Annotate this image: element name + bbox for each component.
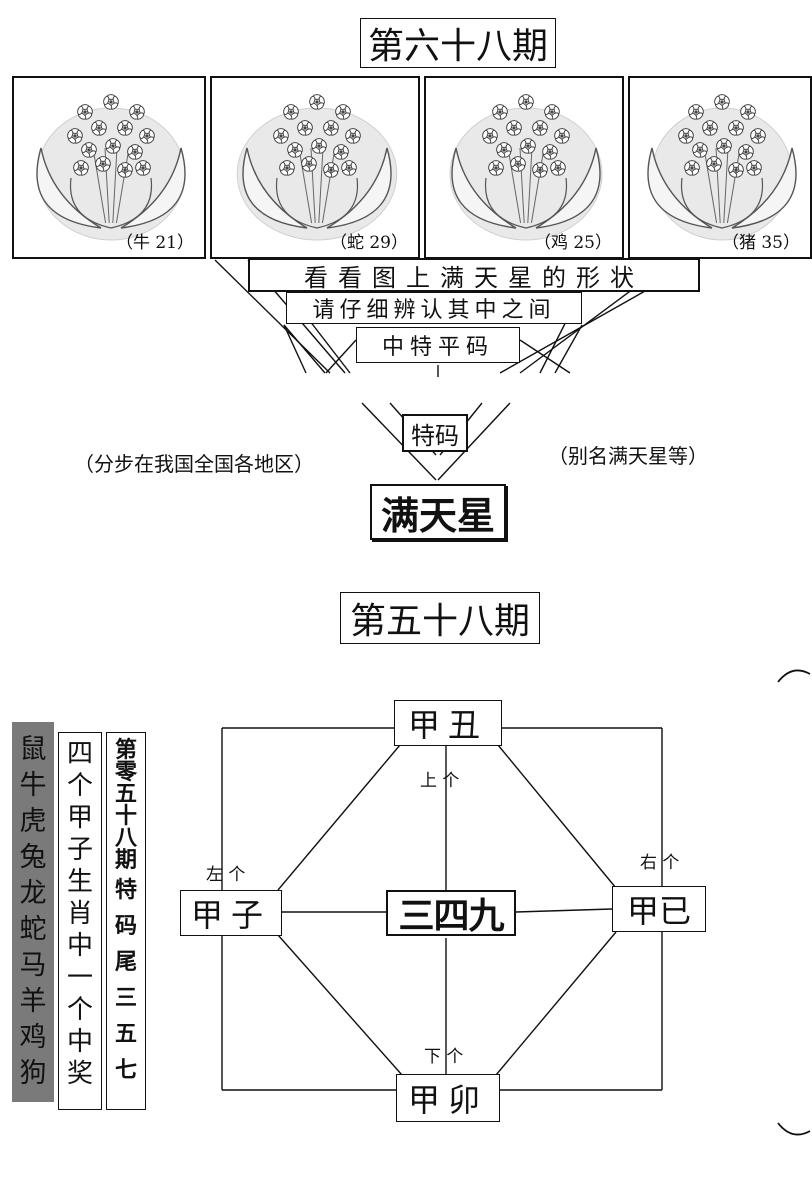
flower-illustration: [36, 94, 186, 241]
issue-top-text: 第零五十八期: [115, 739, 137, 871]
node-right-text: 甲已: [626, 892, 691, 930]
tema-box: 特码: [402, 414, 468, 452]
vertical-char: 奖: [66, 1059, 93, 1089]
label-up: 上 个: [420, 771, 460, 791]
flower-panel-1: （牛 21）: [12, 76, 206, 259]
vertical-char: 马: [19, 950, 47, 981]
vertical-char: 三: [114, 985, 137, 1011]
node-bottom: 甲卯: [396, 1074, 500, 1122]
bottom-title: 第五十八期: [340, 592, 540, 644]
vertical-char: 牛: [19, 770, 47, 801]
center-box: 三四九: [386, 890, 516, 937]
top-title-text: 第六十八期: [367, 26, 548, 67]
line3-box: 中特平码: [356, 327, 520, 363]
flower-panel-2: （蛇 29）: [210, 76, 420, 259]
node-left: 甲子: [180, 890, 282, 936]
vertical-char: 子: [66, 835, 93, 865]
vertical-char: 五: [114, 781, 137, 807]
flower-panel-3: （鸡 25）: [424, 76, 624, 259]
node-left-text: 甲子: [190, 896, 271, 934]
vertical-char: 兔: [19, 842, 47, 873]
diagram-lines: [221, 727, 663, 1091]
left-note: （分步在我国全国各地区）: [74, 452, 314, 476]
zodiac-text: 鼠牛虎兔龙蛇马羊鸡狗: [20, 736, 47, 1087]
vertical-char: 码: [114, 913, 137, 939]
vertical-char: 中: [66, 1027, 93, 1057]
top-title: 第六十八期: [360, 18, 556, 68]
edge-mark: [777, 669, 811, 683]
node-top-text: 甲丑: [407, 706, 488, 744]
edge-mark: [777, 1122, 811, 1136]
vertical-char: 龙: [19, 878, 47, 909]
vertical-char: 十: [114, 803, 137, 829]
vertical-char: 蛇: [19, 914, 47, 945]
right-note: （别名满天星等）: [548, 444, 708, 468]
label-down: 下 个: [424, 1047, 464, 1067]
vertical-char: 八: [114, 825, 137, 851]
vertical-char: 鼠: [19, 734, 47, 765]
node-top: 甲丑: [394, 700, 502, 746]
vertical-char: 个: [66, 995, 93, 1025]
line2-text: 请仔细辨认其中之间: [312, 298, 556, 323]
panel-caption: （猪 35）: [721, 233, 800, 253]
panel-caption: （牛 21）: [115, 233, 194, 253]
hint-column: 四个甲子生肖中一个中奖: [58, 732, 102, 1110]
node-right: 甲已: [612, 886, 706, 932]
vertical-char: 五: [114, 1021, 137, 1047]
vertical-char: 一: [66, 963, 93, 993]
node-bottom-text: 甲卯: [407, 1081, 488, 1119]
center-text: 三四九: [398, 895, 504, 937]
hint-text: 四个甲子生肖中一个中奖: [67, 741, 93, 1087]
vertical-char: 生: [66, 867, 93, 897]
vertical-char: 个: [66, 771, 93, 801]
zodiac-column: 鼠牛虎兔龙蛇马羊鸡狗: [12, 722, 54, 1102]
flower-illustration: [647, 94, 797, 241]
vertical-char: 鸡: [19, 1022, 47, 1053]
vertical-char: 虎: [19, 806, 47, 837]
bottom-title-text: 第五十八期: [349, 601, 530, 642]
vertical-char: 第: [114, 737, 137, 763]
vertical-char: 特: [114, 877, 137, 903]
label-left: 左 个: [206, 865, 246, 885]
line3-text: 中特平码: [381, 335, 494, 360]
line2-box: 请仔细辨认其中之间: [286, 292, 582, 324]
answer-text: 满天星: [380, 492, 495, 538]
vertical-char: 狗: [19, 1058, 47, 1089]
flower-illustration: [236, 94, 398, 241]
panel-caption: （蛇 29）: [329, 233, 408, 253]
flower-panel-4: （猪 35）: [628, 76, 812, 259]
tema-text: 特码: [411, 421, 459, 450]
line1-box: 看看图上满天星的形状: [248, 258, 700, 292]
vertical-char: 七: [114, 1057, 137, 1083]
issue-column: 第零五十八期 特码尾三五七: [106, 732, 146, 1110]
vertical-char: 羊: [19, 986, 47, 1017]
issue-bottom-text: 特码尾三五七: [115, 879, 137, 1081]
vertical-char: 期: [114, 847, 137, 873]
vertical-char: 甲: [66, 803, 93, 833]
vertical-char: 零: [114, 759, 137, 785]
panel-caption: （鸡 25）: [533, 233, 612, 253]
flower-illustration: [449, 94, 603, 241]
vertical-char: 中: [66, 931, 93, 961]
vertical-char: 尾: [114, 949, 137, 975]
answer-box: 满天星: [370, 484, 506, 540]
line1-text: 看看图上满天星的形状: [304, 263, 644, 292]
vertical-char: 四: [66, 739, 93, 769]
vertical-char: 肖: [66, 899, 93, 929]
label-right: 右 个: [640, 853, 680, 873]
